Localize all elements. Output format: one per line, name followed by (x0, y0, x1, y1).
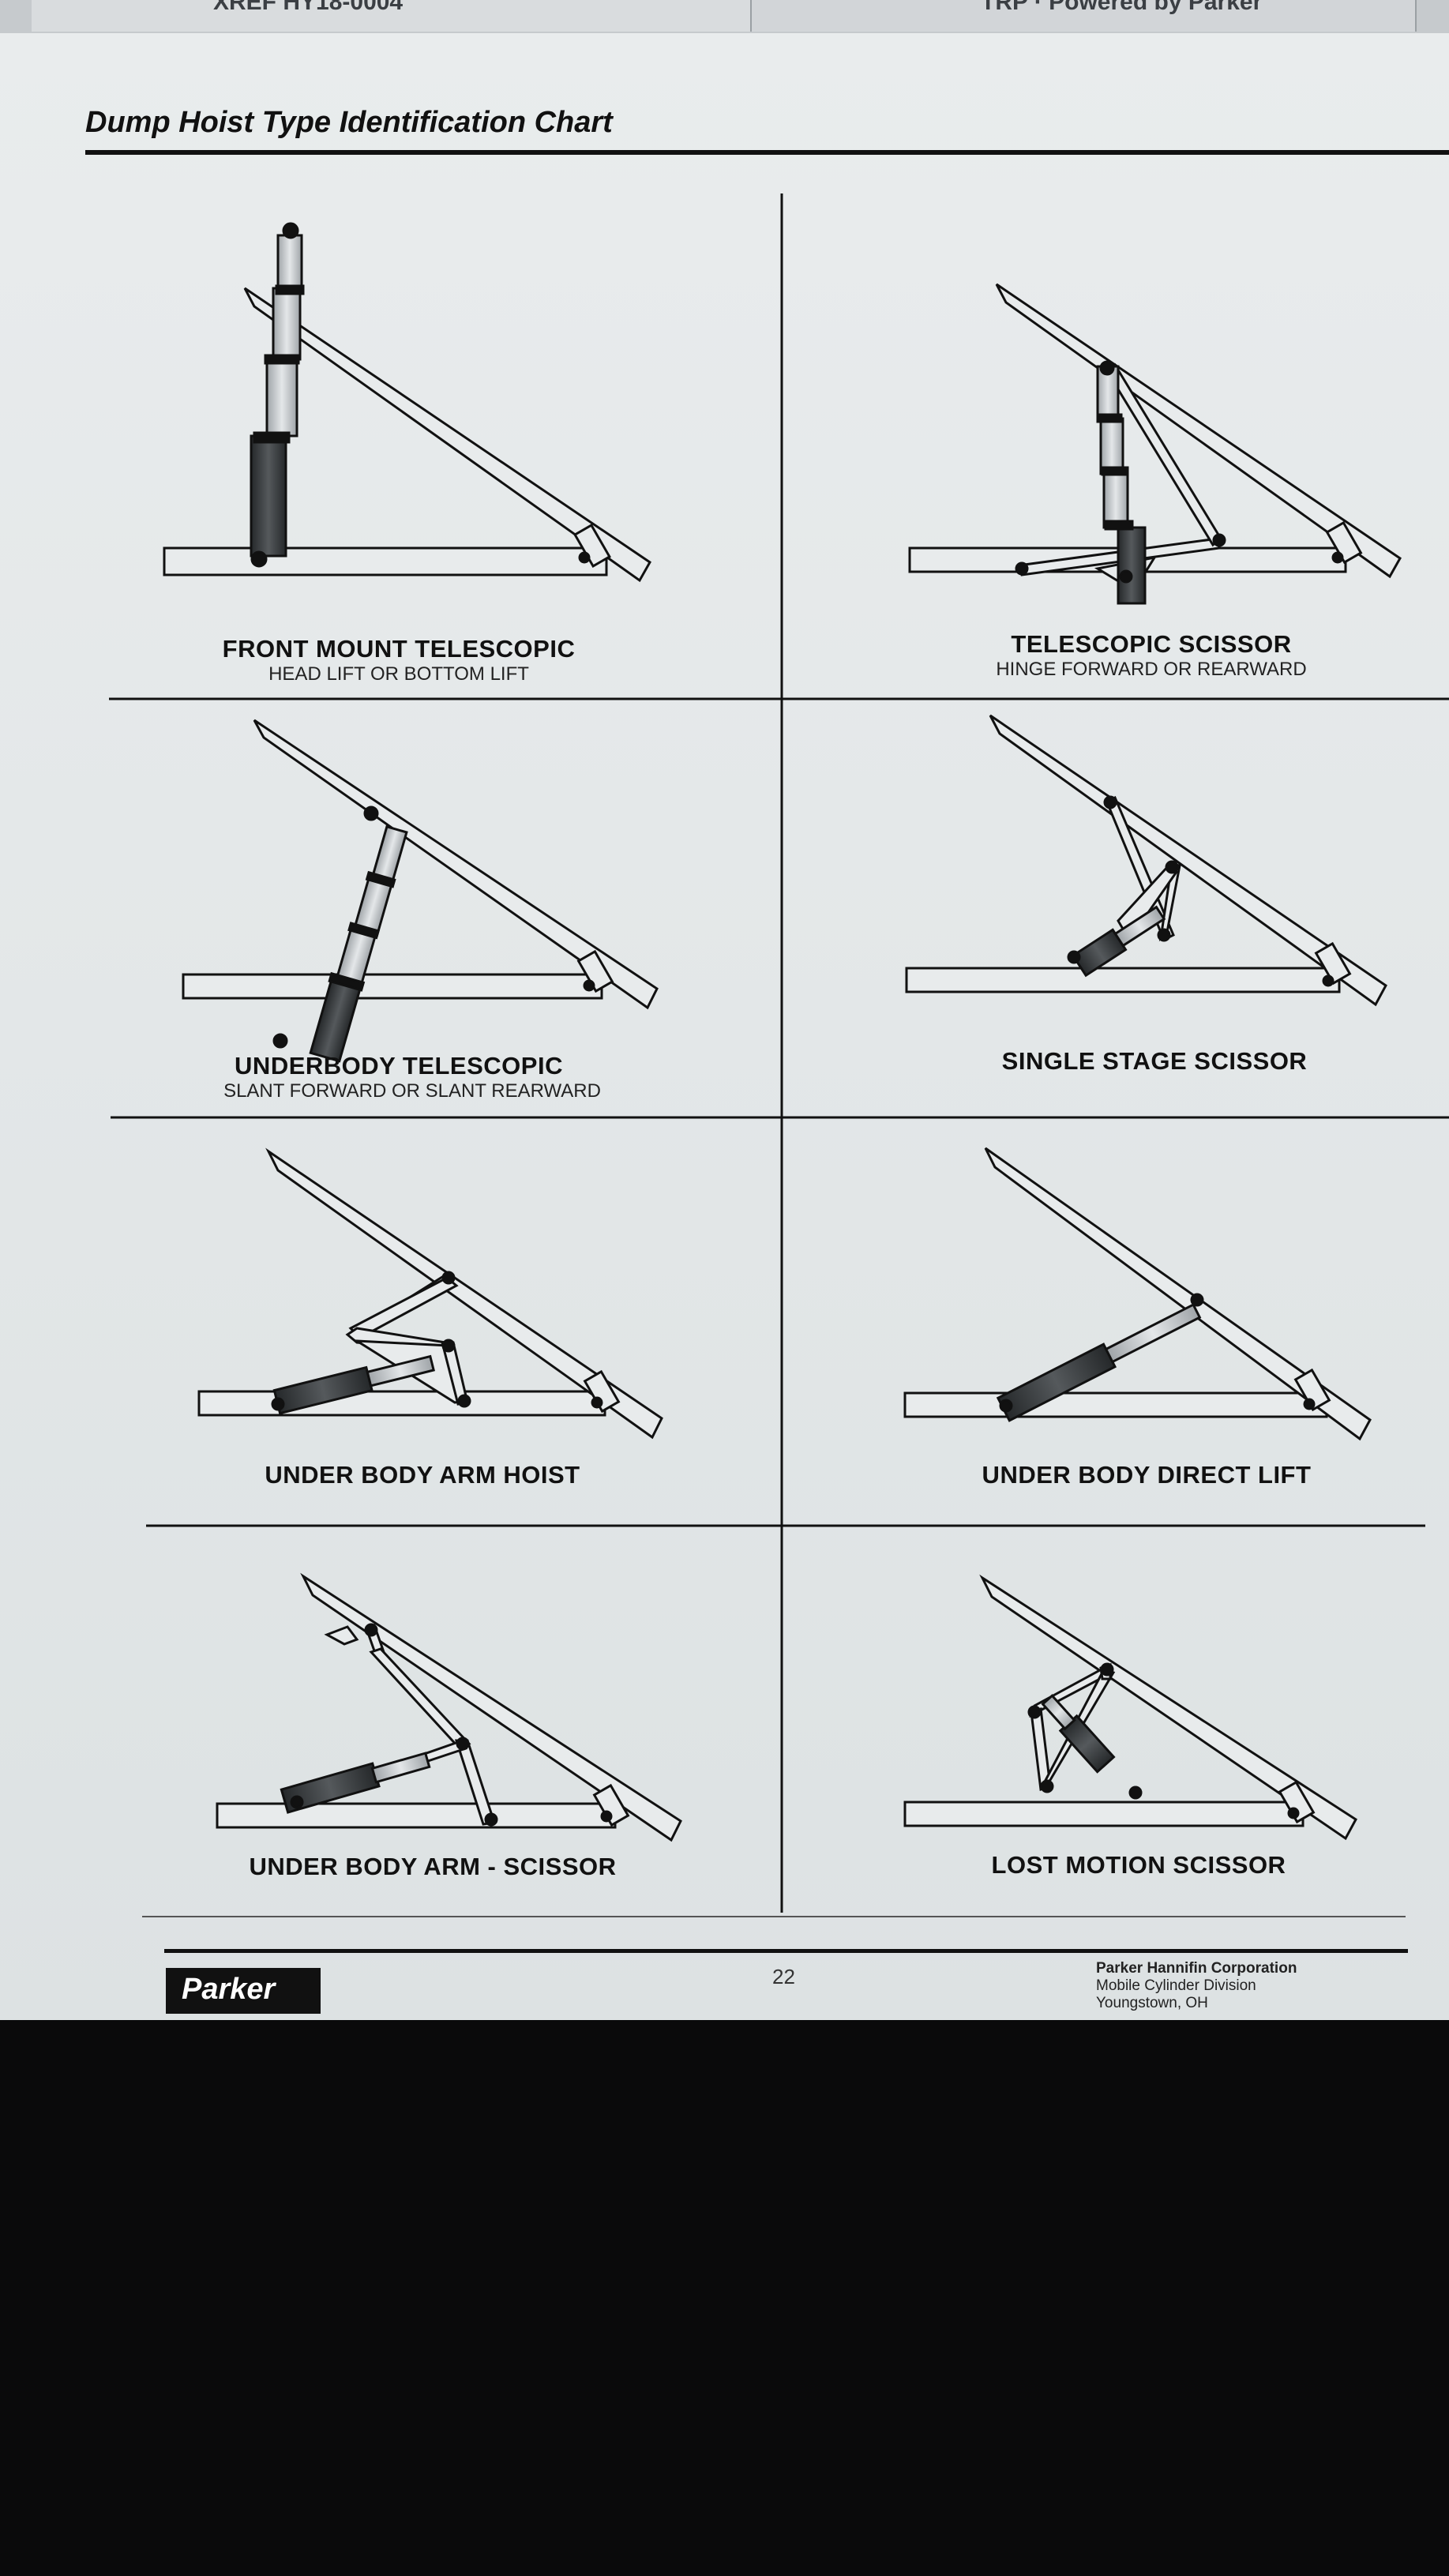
footer-thin-rule (142, 1916, 1406, 1917)
diagram-single-stage-scissor (905, 714, 1387, 1007)
document-page: Dump Hoist Type Identification Chart (0, 33, 1449, 2020)
diagram-underbody-telescopic (182, 719, 659, 1063)
hoist-name-single-stage-scissor: SINGLE STAGE SCISSOR (1001, 1047, 1308, 1075)
chassis-frame (182, 973, 603, 1000)
dump-body (300, 1572, 682, 1842)
grid-dividers (109, 193, 1449, 1913)
document-tab[interactable]: XREF HY18-0004 (32, 0, 752, 32)
hoist-name-under-body-arm-hoist: UNDER BODY ARM HOIST (265, 1461, 580, 1489)
diagram-under-body-arm-hoist (197, 1147, 663, 1440)
dump-body (989, 714, 1387, 1007)
header-rule (85, 150, 1449, 155)
hoist-subtitle-underbody-telescopic: SLANT FORWARD OR SLANT REARWARD (223, 1080, 601, 1102)
company-division: Mobile Cylinder Division (1096, 1977, 1256, 1994)
footer-rule (164, 1949, 1408, 1953)
dump-body (243, 287, 651, 583)
chassis-frame (216, 1802, 617, 1829)
chassis-frame (163, 546, 608, 576)
viewer-tab-label: TRP · Powered by Parker (981, 0, 1263, 15)
hoist-name-underbody-telescopic: UNDERBODY TELESCOPIC (235, 1052, 563, 1080)
diagram-telescopic-scissor (908, 283, 1402, 605)
dark-background-area (0, 2020, 1449, 2576)
chassis-frame (905, 967, 1341, 993)
company-location: Youngstown, OH (1096, 1995, 1208, 2011)
chassis-frame (197, 1390, 606, 1417)
dump-body (995, 283, 1402, 579)
company-name: Parker Hannifin Corporation (1096, 1960, 1297, 1977)
chassis-frame (903, 1391, 1328, 1418)
chart-title: Dump Hoist Type Identification Chart (85, 106, 613, 139)
dump-body (984, 1147, 1372, 1441)
hoist-name-lost-motion-scissor: LOST MOTION SCISSOR (991, 1851, 1286, 1879)
diagram-lost-motion-scissor (903, 1574, 1357, 1841)
hinge-bracket (573, 524, 611, 568)
hoist-name-under-body-arm-scissor: UNDER BODY ARM - SCISSOR (249, 1853, 617, 1880)
hoist-subtitle-front-mount-telescopic: HEAD LIFT OR BOTTOM LIFT (268, 663, 529, 685)
dump-body (253, 719, 659, 1010)
browser-tab-bar: XREF HY18-0004 TRP · Powered by Parker (0, 0, 1449, 33)
hoist-name-under-body-direct-lift: UNDER BODY DIRECT LIFT (982, 1461, 1312, 1489)
dump-body (979, 1574, 1357, 1841)
diagram-under-body-direct-lift (903, 1147, 1372, 1441)
dump-body (265, 1147, 663, 1440)
company-info: Parker Hannifin Corporation Mobile Cylin… (1096, 1960, 1297, 2012)
document-tab-label: XREF HY18-0004 (213, 0, 404, 15)
hoist-subtitle-telescopic-scissor: HINGE FORWARD OR REARWARD (996, 659, 1307, 680)
diagram-under-body-arm-scissor (216, 1572, 682, 1842)
hoist-name-telescopic-scissor: TELESCOPIC SCISSOR (1011, 630, 1292, 658)
parker-logo: Parker (166, 1968, 321, 2014)
page-number: 22 (772, 1965, 795, 1988)
hoist-name-front-mount-telescopic: FRONT MOUNT TELESCOPIC (222, 635, 576, 663)
viewer-tab[interactable]: TRP · Powered by Parker (752, 0, 1417, 32)
hoist-diagram-grid (109, 193, 1449, 1913)
chassis-frame (903, 1801, 1304, 1827)
diagram-front-mount-telescopic (163, 222, 651, 583)
cylinder-barrel (250, 434, 287, 558)
